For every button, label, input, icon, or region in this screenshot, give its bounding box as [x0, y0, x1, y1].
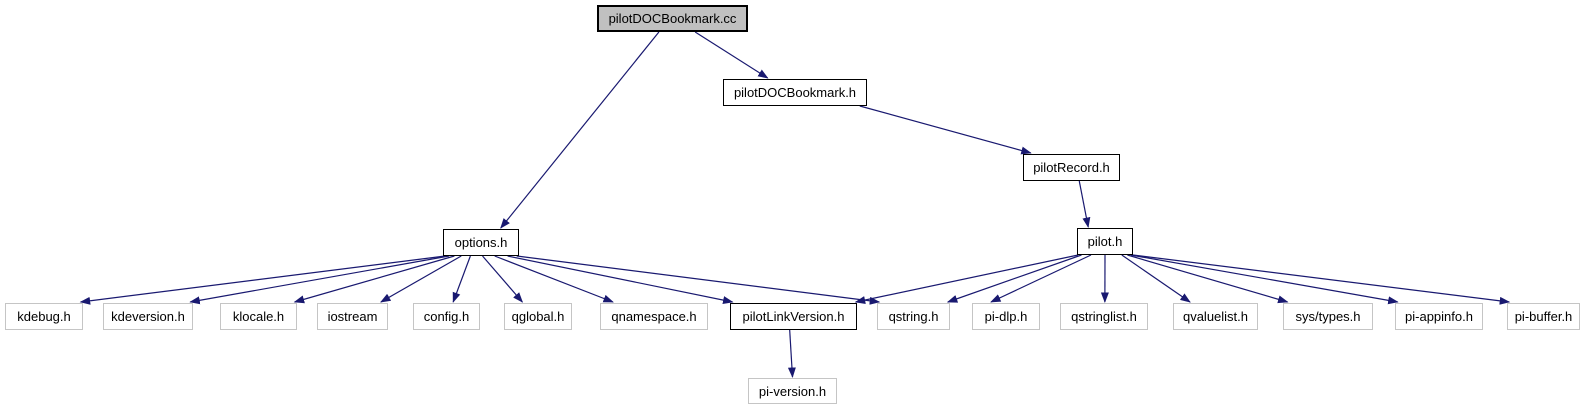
- edge-pilot-h-to-pilotlinkversion-h: [854, 254, 1079, 304]
- graph-node-label: pilotDOCBookmark.cc: [608, 11, 737, 26]
- graph-node-sys-types-h: sys/types.h: [1283, 303, 1373, 330]
- graph-node-label: iostream: [327, 309, 378, 324]
- graph-node-qstring-h: qstring.h: [877, 303, 950, 330]
- edge-pilot-h-to-qvaluelist-h: [1121, 254, 1191, 303]
- graph-node-klocale-h: klocale.h: [220, 303, 297, 330]
- graph-node-label: sys/types.h: [1295, 309, 1361, 324]
- graph-node-qstringlist-h: qstringlist.h: [1060, 303, 1148, 330]
- graph-node-kdebug-h: kdebug.h: [5, 303, 83, 330]
- graph-node-label: pi-dlp.h: [984, 309, 1028, 324]
- graph-node-qvaluelist-h: qvaluelist.h: [1173, 303, 1258, 330]
- edge-pilotlinkversion-h-to-pi-version-h: [787, 329, 796, 378]
- graph-node-pi-appinfo-h: pi-appinfo.h: [1395, 303, 1483, 330]
- graph-node-label: pi-version.h: [758, 383, 827, 399]
- graph-node-label: qstringlist.h: [1071, 309, 1137, 324]
- graph-node-pilotdocbookmark-cc[interactable]: pilotDOCBookmark.cc: [597, 5, 748, 32]
- graph-node-label: kdeversion.h: [111, 309, 185, 324]
- graph-node-label: qglobal.h: [511, 309, 565, 324]
- edge-pilot-h-to-pi-dlp-h: [990, 254, 1092, 303]
- edge-pilot-h-to-qstring-h: [946, 254, 1082, 303]
- graph-node-pi-dlp-h: pi-dlp.h: [972, 303, 1040, 330]
- graph-node-pi-version-h: pi-version.h: [748, 378, 837, 404]
- graph-node-label: pilotRecord.h: [1033, 160, 1110, 175]
- graph-node-qglobal-h: qglobal.h: [504, 303, 572, 330]
- graph-node-label: pilotLinkVersion.h: [742, 309, 845, 324]
- graph-node-pilotrecord-h[interactable]: pilotRecord.h: [1023, 154, 1120, 181]
- graph-node-label: pi-appinfo.h: [1405, 309, 1473, 324]
- edge-options-h-to-config-h: [452, 255, 471, 303]
- graph-node-label: klocale.h: [232, 309, 285, 324]
- edge-pilot-h-to-sys-types-h: [1127, 254, 1289, 304]
- edge-options-h-to-qstring-h: [516, 255, 881, 305]
- graph-node-label: qvaluelist.h: [1182, 309, 1249, 324]
- edge-options-h-to-kdebug-h: [79, 255, 446, 305]
- graph-node-label: pi-buffer.h: [1514, 309, 1573, 324]
- graph-node-options-h[interactable]: options.h: [443, 229, 519, 256]
- edge-options-h-to-qnamespace-h: [494, 255, 614, 303]
- graph-node-label: qnamespace.h: [611, 309, 697, 324]
- graph-node-label: config.h: [423, 309, 470, 324]
- graph-node-pi-buffer-h: pi-buffer.h: [1507, 303, 1580, 330]
- edge-pilotdocbookmark-h-to-pilotrecord-h: [859, 105, 1032, 155]
- graph-node-label: pilotDOCBookmark.h: [733, 85, 857, 100]
- edge-options-h-to-qglobal-h: [482, 255, 524, 303]
- edge-pilot-h-to-pi-appinfo-h: [1130, 254, 1399, 305]
- edge-pilot-h-to-pi-buffer-h: [1132, 254, 1511, 305]
- graph-node-qnamespace-h: qnamespace.h: [600, 303, 708, 330]
- graph-node-pilotlinkversion-h[interactable]: pilotLinkVersion.h: [730, 303, 857, 330]
- graph-node-label: qstring.h: [888, 309, 939, 324]
- edge-options-h-to-kdeversion-h: [189, 255, 450, 305]
- graph-node-label: pilot.h: [1087, 234, 1123, 249]
- graph-node-label: options.h: [454, 235, 508, 250]
- graph-node-pilotdocbookmark-h[interactable]: pilotDOCBookmark.h: [723, 79, 867, 106]
- graph-node-config-h: config.h: [413, 303, 480, 330]
- edge-options-h-to-klocale-h: [293, 255, 455, 304]
- graph-node-label: kdebug.h: [17, 309, 71, 324]
- edge-pilotdocbookmark-cc-to-pilotdocbookmark-h: [694, 31, 769, 79]
- graph-node-kdeversion-h: kdeversion.h: [103, 303, 193, 330]
- graph-node-pilot-h[interactable]: pilot.h: [1077, 228, 1133, 255]
- edge-options-h-to-pilotlinkversion-h: [507, 255, 734, 305]
- edge-options-h-to-iostream: [380, 255, 462, 303]
- edge-pilotrecord-h-to-pilot-h: [1078, 180, 1091, 228]
- graph-node-iostream: iostream: [317, 303, 388, 330]
- edge-pilotdocbookmark-cc-to-options-h: [500, 31, 660, 229]
